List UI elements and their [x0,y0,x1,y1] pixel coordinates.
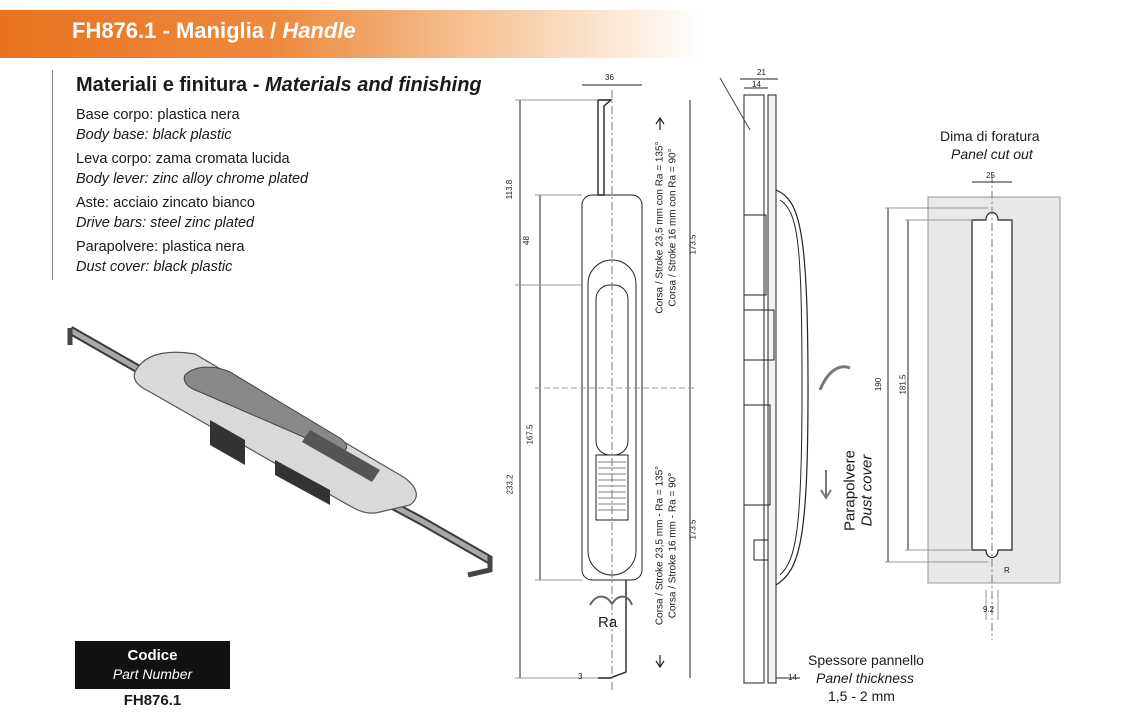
materials-list: Base corpo: plastica nera Body base: bla… [76,105,308,277]
stroke-bottom-en: Corsa / Stroke 16 mm - Ra = 90° [667,472,679,619]
dim-167-5: 167.5 [525,424,535,445]
cutout-view [885,175,1061,640]
dim-3: 3 [578,672,583,681]
dust-cover-en: Dust cover [858,454,876,527]
handle-3d-illustration [67,326,493,578]
part-number-label-it: Codice [127,647,178,664]
dim-9-2: 9.2 [983,605,995,614]
side-view [719,77,851,684]
material-item-it: Parapolvere: plastica nera [76,239,245,255]
dim-radius: R [1004,566,1010,575]
cutout-title-it: Dima di foratura [940,128,1040,144]
part-number-value: FH876.1 [123,692,182,709]
material-item-it: Leva corpo: zama cromata lucida [76,151,290,167]
title-banner [0,10,700,58]
materials-heading: Materiali e finitura - Materials and fin… [76,74,482,96]
dim-width: 36 [605,73,614,82]
material-item-en: Drive bars: steel zinc plated [76,215,255,231]
material-item-en: Body base: black plastic [76,127,232,143]
dim-48: 48 [521,236,531,245]
dim-14-bottom: 14 [788,673,797,682]
material-item-it: Aste: acciaio zincato bianco [76,195,255,211]
materials-divider [52,70,53,280]
front-view [515,84,695,690]
dim-14-top: 14 [752,80,761,89]
stroke-top-it: Corsa / Stroke 23,5 mm con Ra = 135° [654,141,666,314]
panel-thickness-en: Panel thickness [816,670,915,686]
stroke-top-en: Corsa / Stroke 16 mm con Ra = 90° [667,148,679,307]
material-item-en: Body lever: zinc alloy chrome plated [76,171,309,187]
cutout-title-en: Panel cut out [951,146,1033,162]
dim-181-5: 181.5 [898,374,908,395]
dim-25: 25 [986,171,995,180]
dim-21: 21 [757,68,766,77]
dust-cover-it: Parapolvere [841,450,859,531]
dim-173-5-bottom: 173.5 [688,519,698,540]
dim-190: 190 [874,377,884,392]
part-number-box: Codice Part Number [75,641,230,689]
page-title: FH876.1 - Maniglia / Handle [72,18,356,43]
panel-thickness-it: Spessore pannello [808,652,924,668]
dim-173-5-top: 173.5 [688,234,698,255]
part-number-label-en: Part Number [112,666,193,682]
stroke-bottom-it: Corsa / Stroke 23,5 mm - Ra = 135° [654,465,666,626]
panel-thickness-value: 1,5 - 2 mm [828,688,895,704]
material-item-it: Base corpo: plastica nera [76,107,240,123]
material-item-en: Dust cover: black plastic [76,259,233,275]
ra-label: Ra [598,614,618,631]
dim-113-8: 113.8 [505,179,515,200]
dim-233-2: 233.2 [505,474,515,495]
